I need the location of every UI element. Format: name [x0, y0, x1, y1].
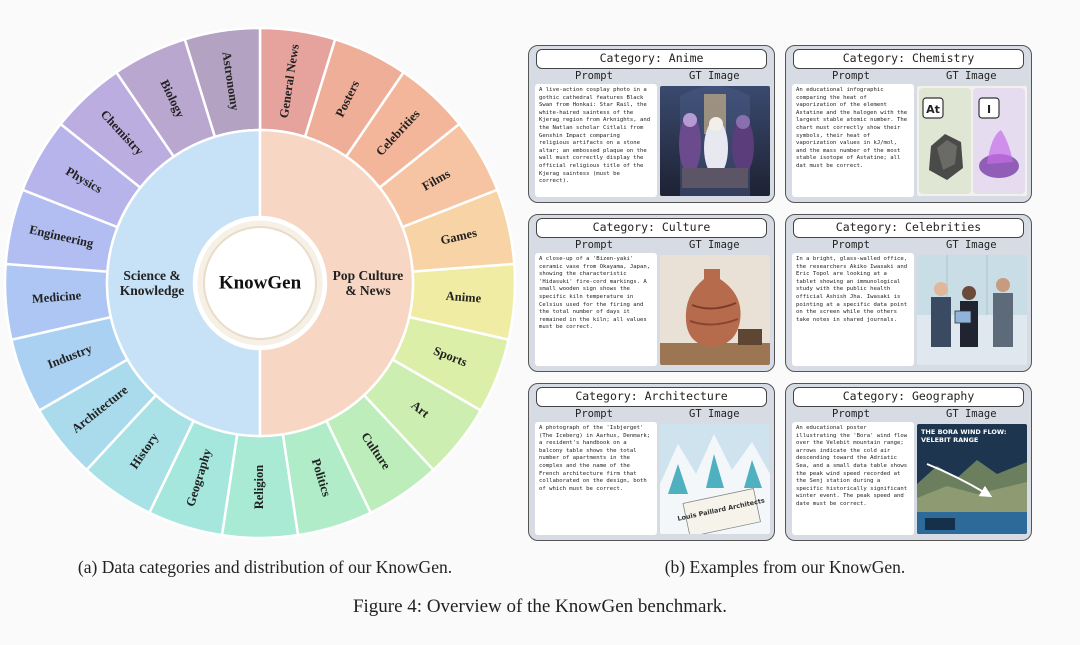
outer-label: Religion — [252, 465, 266, 509]
prompt-text: A live-action cosplay photo in a gothic … — [539, 87, 651, 185]
gt-image-header: GT Image — [946, 239, 997, 251]
inner-label: & News — [345, 283, 390, 298]
gt-image-bizen-vase — [660, 255, 770, 365]
prompt-header: Prompt — [575, 408, 613, 420]
card-title: Category: Culture — [536, 218, 767, 238]
caption-a: (a) Data categories and distribution of … — [77, 557, 453, 577]
prompt-header: Prompt — [832, 239, 870, 251]
prompt-box: An educational infographic comparing the… — [792, 84, 914, 197]
figure-caption: Figure 4: Overview of the KnowGen benchm… — [352, 596, 728, 617]
prompt-box: A live-action cosplay photo in a gothic … — [535, 84, 657, 197]
element-symbol-at: At — [926, 103, 940, 116]
gt-image-iceberg-building: Louis Paillard Architects — [660, 424, 770, 534]
hub-center — [203, 226, 317, 340]
prompt-box: An educational poster illustrating the '… — [792, 422, 914, 535]
gt-image-header: GT Image — [946, 408, 997, 420]
gt-image-header: GT Image — [689, 239, 740, 251]
card-title: Category: Architecture — [536, 387, 767, 407]
prompt-box: A close-up of a 'Bizen-yaki' ceramic vas… — [535, 253, 657, 366]
card-title: Category: Geography — [793, 387, 1024, 407]
inner-slice-pop-culture — [258, 128, 415, 438]
inner-slice-science — [105, 128, 262, 438]
gt-image-bora-poster: THE BORA WIND FLOW: VELEBIT RANGE — [917, 424, 1027, 534]
card-title: Category: Chemistry — [793, 49, 1024, 69]
inner-label: Science & — [123, 268, 180, 283]
gt-image-element-infographic: At I — [917, 86, 1027, 196]
prompt-box: In a bright, glass-walled office, the re… — [792, 253, 914, 366]
example-card-celebrities: Category: Celebrities Prompt GT Image In… — [785, 214, 1032, 372]
example-card-culture: Category: Culture Prompt GT Image A clos… — [528, 214, 775, 372]
prompt-text: A close-up of a 'Bizen-yaki' ceramic vas… — [539, 256, 651, 331]
prompt-text: A photograph of the 'Isbjerget' (The Ice… — [539, 425, 651, 492]
prompt-text: In a bright, glass-walled office, the re… — [796, 256, 908, 323]
prompt-text: An educational infographic comparing the… — [796, 87, 908, 169]
prompt-header: Prompt — [575, 70, 613, 82]
example-card-architecture: Category: Architecture Prompt GT Image A… — [528, 383, 775, 541]
gt-image-header: GT Image — [689, 408, 740, 420]
prompt-header: Prompt — [575, 239, 613, 251]
example-card-anime: Category: Anime Prompt GT Image A live-a… — [528, 45, 775, 203]
prompt-box: A photograph of the 'Isbjerget' (The Ice… — [535, 422, 657, 535]
outer-label: Anime — [445, 289, 482, 306]
center-label: KnowGen — [219, 272, 302, 293]
inner-label: Pop Culture — [333, 268, 404, 283]
outer-label: Medicine — [31, 288, 82, 306]
card-title: Category: Anime — [536, 49, 767, 69]
gt-image-office-researchers — [917, 255, 1027, 365]
poster-title: THE BORA WIND FLOW: VELEBIT RANGE — [921, 428, 1007, 444]
example-card-chemistry: Category: Chemistry Prompt GT Image An e… — [785, 45, 1032, 203]
prompt-header: Prompt — [832, 70, 870, 82]
inner-label: Knowledge — [120, 283, 185, 298]
gt-image-header: GT Image — [689, 70, 740, 82]
prompt-text: An educational poster illustrating the '… — [796, 425, 908, 507]
gt-image-header: GT Image — [946, 70, 997, 82]
example-card-geography: Category: Geography Prompt GT Image An e… — [785, 383, 1032, 541]
gt-image-cosplay-cathedral — [660, 86, 770, 196]
caption-b: (b) Examples from our KnowGen. — [664, 557, 906, 577]
element-symbol-i: I — [987, 103, 991, 116]
prompt-header: Prompt — [832, 408, 870, 420]
card-title: Category: Celebrities — [793, 218, 1024, 238]
